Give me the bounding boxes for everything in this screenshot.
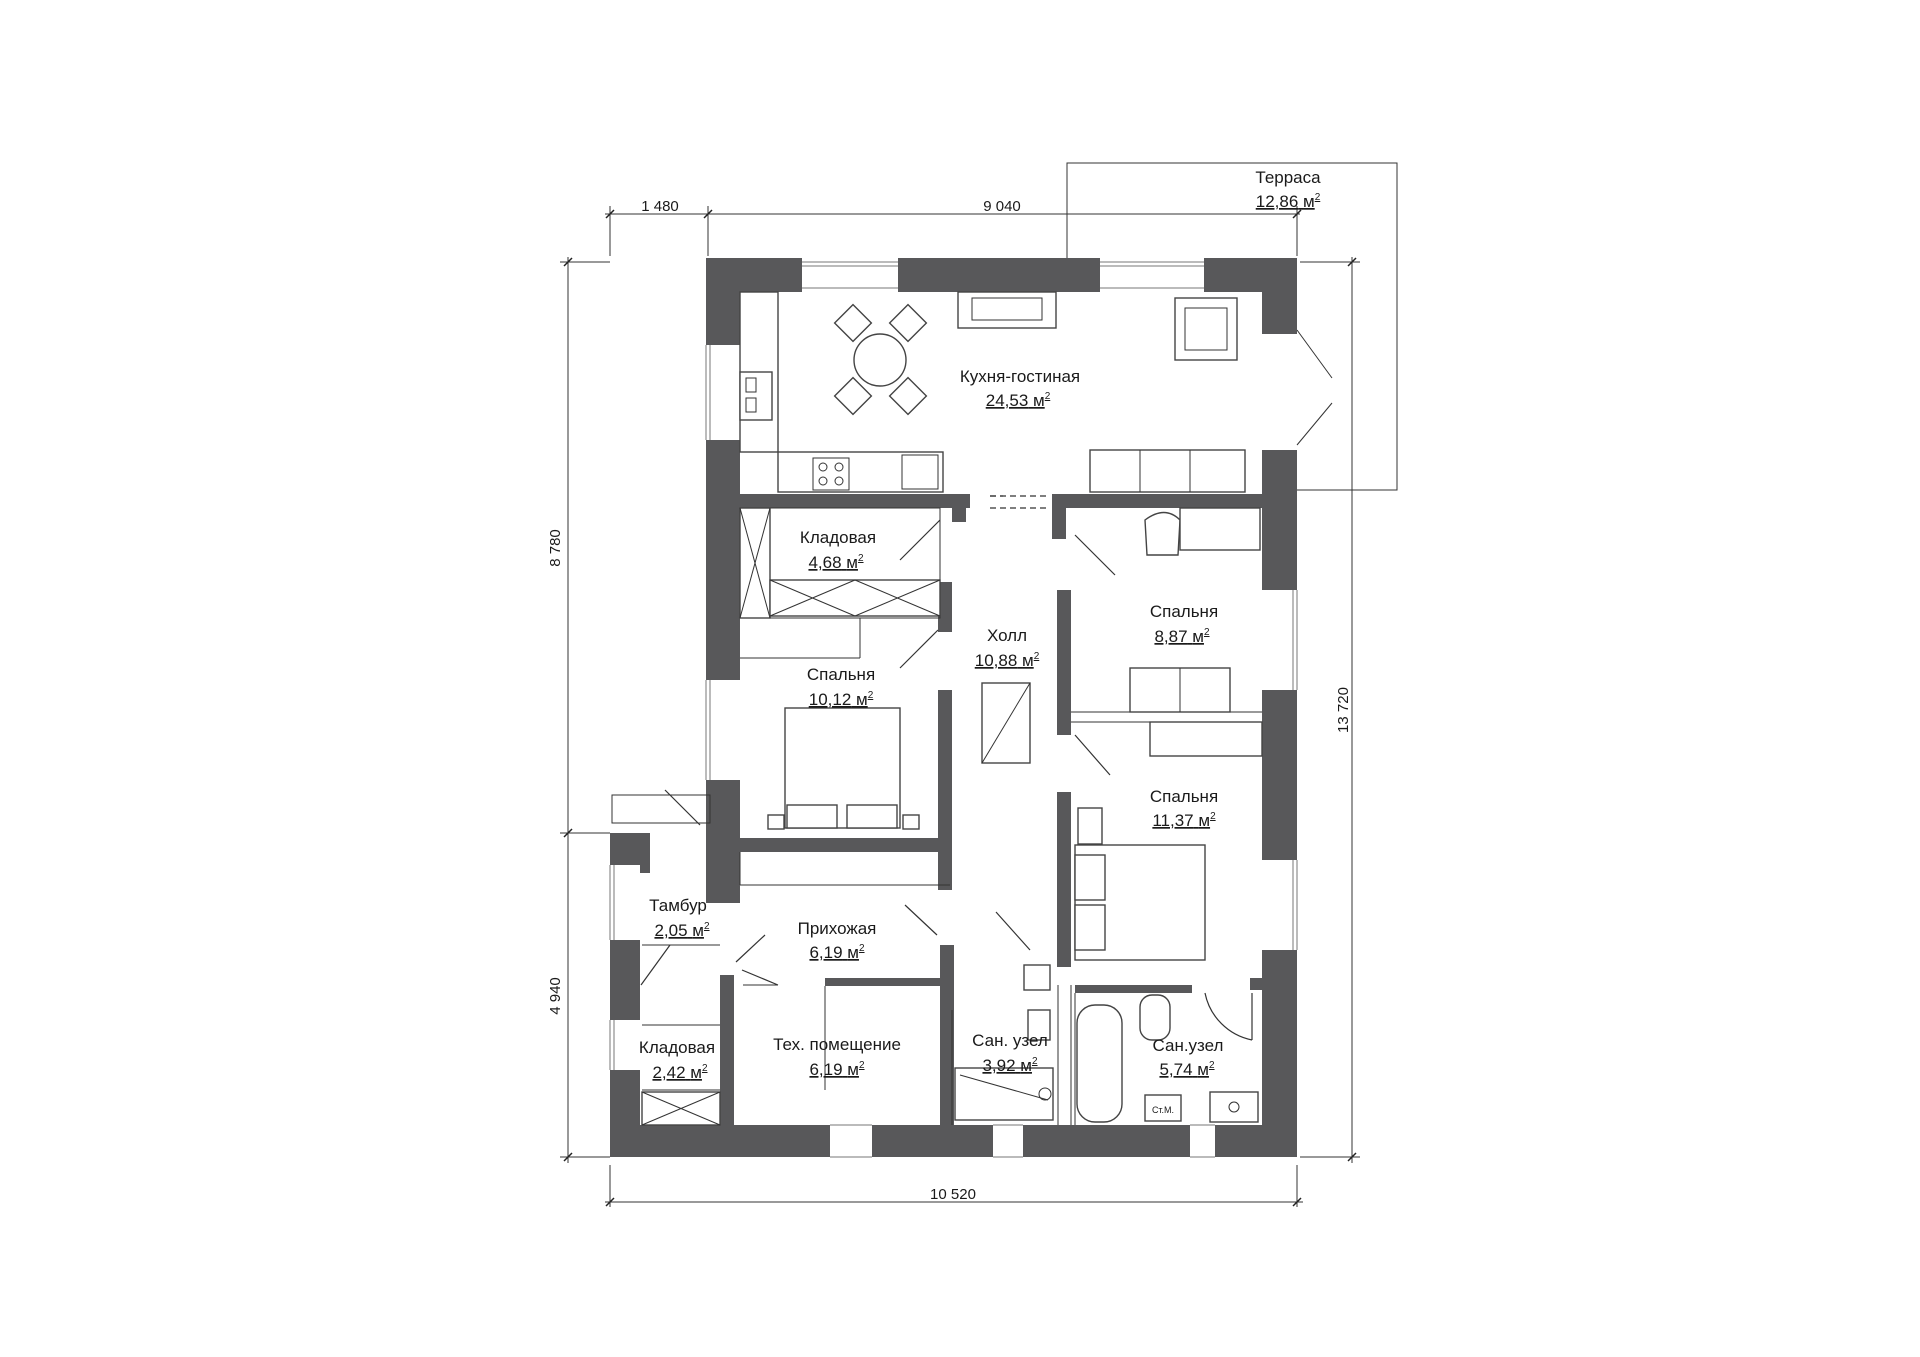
room-area: 24,53 м2: [986, 391, 1051, 410]
room-label-technical-room: Тех. помещение 6,19 м2: [773, 1035, 901, 1079]
windows: [609, 261, 1298, 1158]
furniture-bedroom-3: [1074, 721, 1263, 961]
furniture-storage: [739, 507, 941, 619]
room-name: Спальня: [1150, 602, 1218, 621]
room-name: Терраса: [1255, 168, 1321, 187]
dimension-left-upper: 8 780: [547, 529, 564, 567]
room-area: 10,88 м2: [975, 651, 1040, 670]
dimension-top-left: 1 480: [641, 198, 679, 215]
room-label-storage-2: Кладовая 2,42 м2: [639, 1038, 715, 1082]
terrace-outline: [1066, 162, 1398, 491]
room-label-terrace: Терраса 12,86 м2: [1255, 168, 1321, 211]
room-name: Тех. помещение: [773, 1035, 901, 1054]
room-name: Кладовая: [639, 1038, 715, 1057]
room-area: 6,19 м2: [809, 943, 865, 962]
room-area: 2,05 м2: [654, 921, 710, 940]
washing-machine-label: Ст.М.: [1152, 1105, 1174, 1115]
room-area: 6,19 м2: [809, 1060, 865, 1079]
furniture-bedroom-left: [767, 707, 920, 830]
dimension-ticks: [563, 209, 1357, 1207]
room-area: 3,92 м2: [982, 1056, 1038, 1075]
room-name: Прихожая: [798, 919, 877, 938]
furniture-bathrooms: Ст.М.: [954, 964, 1259, 1123]
furniture-kitchen: [739, 291, 1246, 493]
dimension-right: 13 720: [1335, 687, 1352, 733]
room-label-entrance-hall: Прихожая 6,19 м2: [798, 919, 877, 962]
room-name: Спальня: [807, 665, 875, 684]
room-label-bathroom-1: Сан. узел 3,92 м2: [972, 1031, 1048, 1075]
room-label-bedroom-1: Спальня 8,87 м2: [1150, 602, 1218, 646]
furniture-vestibule: [611, 794, 721, 1126]
room-area: 4,68 м2: [808, 553, 864, 572]
room-label-bathroom-2: Сан.узел 5,74 м2: [1153, 1036, 1224, 1079]
room-name: Кухня-гостиная: [960, 367, 1080, 386]
room-name: Тамбур: [649, 896, 707, 915]
room-area: 10,12 м2: [809, 690, 874, 709]
room-area: 8,87 м2: [1154, 627, 1210, 646]
dimension-left-lower: 4 940: [547, 977, 564, 1015]
room-area: 12,86 м2: [1256, 192, 1321, 211]
room-area: 11,37 м2: [1152, 811, 1216, 830]
room-label-bedroom-2: Спальня 10,12 м2: [807, 665, 875, 709]
room-label-hall: Холл 10,88 м2: [975, 626, 1040, 670]
room-name: Спальня: [1150, 787, 1218, 806]
room-label-storage-1: Кладовая 4,68 м2: [800, 528, 876, 572]
doors: [640, 495, 1253, 1041]
walls: [610, 258, 1297, 1157]
dimension-bottom: 10 520: [930, 1186, 976, 1203]
room-label-bedroom-3: Спальня 11,37 м2: [1150, 787, 1218, 830]
room-name: Холл: [987, 626, 1027, 645]
furniture-hall: [981, 682, 1031, 764]
room-name: Кладовая: [800, 528, 876, 547]
room-name: Сан. узел: [972, 1031, 1048, 1050]
room-name: Сан.узел: [1153, 1036, 1224, 1055]
room-area: 2,42 м2: [652, 1063, 708, 1082]
room-label-vestibule: Тамбур 2,05 м2: [649, 896, 710, 940]
room-area: 5,74 м2: [1159, 1060, 1215, 1079]
dimension-top-main: 9 040: [983, 198, 1021, 215]
furniture-bedroom-2: [1129, 507, 1261, 713]
room-label-kitchen-living: Кухня-гостиная 24,53 м2: [960, 367, 1080, 410]
